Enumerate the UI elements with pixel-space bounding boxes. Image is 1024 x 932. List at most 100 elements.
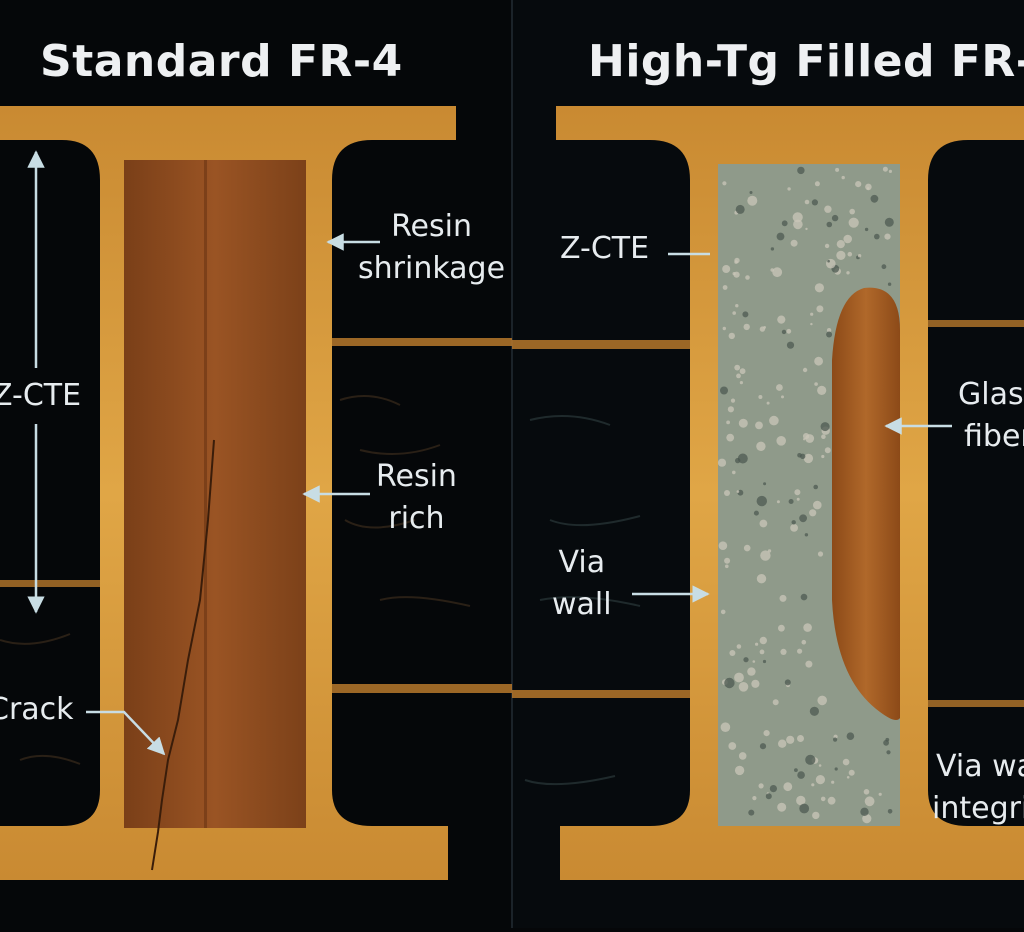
filler-particle (884, 233, 891, 240)
filler-particle (792, 212, 803, 223)
filler-particle (732, 311, 736, 315)
filler-particle (884, 217, 894, 227)
filler-particle (779, 594, 787, 602)
filler-particle (763, 482, 767, 486)
filler-particle (743, 657, 749, 663)
filler-particle (804, 533, 809, 537)
filler-particle (786, 341, 795, 349)
filler-particle (874, 233, 880, 240)
filler-particle (818, 764, 822, 767)
filler-particle (794, 489, 801, 496)
filler-particle (863, 789, 870, 795)
filler-particle (726, 433, 735, 442)
filler-particle (797, 166, 805, 175)
z-cte-label-left: Z-CTE (0, 378, 82, 413)
glass-fiber-label: Glass fiber (958, 374, 1024, 458)
filler-particle (796, 497, 800, 501)
panel-title-standard: Standard FR-4 (40, 36, 403, 87)
laminate-streak (920, 700, 1024, 707)
filler-particle (814, 181, 820, 187)
filler-particle (722, 265, 731, 273)
via-wall-line-1: Via (558, 545, 606, 580)
filler-particle (809, 509, 817, 517)
filler-particle (759, 519, 768, 528)
filler-particle (776, 232, 785, 241)
filler-particle (791, 520, 796, 525)
resin-rich-label: Resin rich (376, 456, 457, 540)
filler-particle (787, 187, 791, 191)
filler-particle (769, 415, 779, 426)
filler-particle (848, 769, 855, 776)
filler-particle (728, 332, 735, 340)
filler-particle (758, 783, 764, 789)
laminate-streak (512, 690, 692, 698)
filler-particle (784, 679, 791, 686)
filler-particle (720, 386, 728, 395)
filler-particle (848, 217, 859, 228)
filler-particle (793, 219, 803, 230)
filler-particle (824, 205, 832, 213)
filler-particle (811, 783, 815, 787)
filler-particle (790, 524, 798, 532)
filler-particle (783, 782, 793, 792)
glass-fiber-line-1: Glass (958, 377, 1024, 412)
filler-particle (772, 699, 779, 706)
filler-particle (755, 642, 759, 646)
filler-particle (826, 221, 833, 228)
filler-particle (734, 260, 738, 264)
filler-particle (739, 381, 744, 385)
filler-particle (734, 765, 745, 776)
filler-particle (811, 199, 819, 206)
filler-particle (729, 650, 736, 656)
filler-particle (747, 667, 756, 676)
via-wall-integrity-label: Via wall integrity (932, 746, 1024, 830)
filler-particle (730, 398, 736, 403)
filler-particle (756, 495, 767, 507)
filler-particle (776, 500, 780, 504)
crack-label: Crack (0, 692, 74, 727)
filler-particle (836, 250, 846, 260)
filler-particle (817, 551, 824, 557)
filler-particle (732, 272, 736, 276)
filler-particle (736, 490, 740, 493)
filler-particle (766, 401, 770, 405)
filler-particle (870, 194, 879, 203)
crack-line (151, 439, 215, 871)
filler-particle (834, 767, 838, 771)
filler-particle (797, 771, 805, 779)
filler-particle (857, 254, 862, 258)
filler-particle (831, 780, 835, 784)
filler-particle (781, 220, 788, 227)
filler-particle (866, 187, 870, 190)
via-wall-integrity-line-1: Via wall (936, 749, 1024, 784)
filler-particle (803, 433, 810, 440)
glass-fiber-bundle (832, 287, 900, 720)
filler-particle (762, 659, 767, 664)
filler-particle (836, 240, 845, 249)
filler-particle (738, 682, 749, 692)
filler-particle (812, 811, 820, 820)
filler-particle (724, 677, 735, 689)
resin-shrinkage-line-2: shrinkage (358, 251, 506, 286)
filler-particle (780, 648, 787, 656)
filler-particle (749, 191, 753, 194)
filler-particle (810, 312, 814, 316)
laminate-streak (332, 684, 512, 693)
filler-particle (722, 181, 727, 186)
filler-particle (739, 368, 746, 375)
filler-particle (797, 735, 804, 742)
filler-particle (732, 470, 736, 475)
filler-particle (724, 490, 730, 496)
filler-particle (718, 541, 728, 550)
filler-particle (786, 328, 792, 334)
filler-particle (827, 796, 836, 805)
filler-particle (802, 367, 808, 373)
filler-particle (745, 275, 750, 280)
filler-particle (759, 636, 767, 645)
filler-particle (772, 267, 783, 278)
filler-particle (803, 623, 812, 632)
resin-rich-line-2: rich (388, 501, 445, 536)
resin-seam (204, 160, 207, 828)
filler-particle (735, 304, 739, 308)
via-wall-label: Via wall (552, 542, 612, 626)
